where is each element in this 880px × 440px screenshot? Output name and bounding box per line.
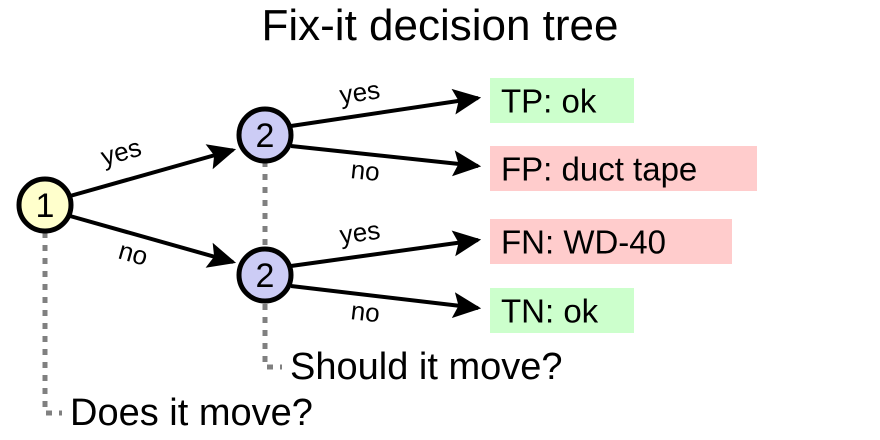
root-annotation-connector: [42, 232, 62, 416]
node-lower-2[interactable]: 2: [236, 246, 294, 304]
outcome-fn: FN: WD-40: [490, 219, 732, 264]
outcome-tn-label: TN: ok: [501, 293, 599, 330]
outcome-fn-box: [490, 219, 732, 264]
edge-root-yes: [69, 144, 237, 198]
outcome-tp-box: [490, 78, 634, 123]
second-annotation-connector: [262, 161, 282, 370]
edge-label-root-yes: yes: [97, 132, 144, 172]
node-lower-label: 2: [256, 257, 275, 295]
outcome-fp-label: FP: duct tape: [501, 151, 697, 188]
edge-lower-yes: [290, 230, 482, 268]
outcome-fp: FP: duct tape: [490, 146, 757, 191]
node-upper-label: 2: [256, 117, 275, 155]
outcome-fp-box: [490, 146, 757, 191]
outcome-tp-label: TP: ok: [501, 83, 597, 120]
annotation-root-question: Does it move?: [70, 392, 313, 434]
edge-upper-no: [290, 144, 482, 177]
page-title: Fix-it decision tree: [261, 1, 618, 50]
edge-upper-yes: [290, 88, 482, 128]
edge-label-root-no: no: [115, 235, 151, 272]
node-upper-2[interactable]: 2: [236, 106, 294, 164]
edge-lower-no: [290, 284, 482, 319]
node-root-label: 1: [36, 187, 55, 225]
outcome-fn-label: FN: WD-40: [501, 224, 666, 261]
edge-label-lower-yes: yes: [338, 215, 382, 250]
outcome-tp: TP: ok: [490, 78, 634, 123]
node-lower-circle[interactable]: [236, 246, 294, 304]
annotation-second-question: Should it move?: [290, 346, 563, 388]
outcome-tn: TN: ok: [490, 288, 634, 333]
edge-label-upper-no: no: [349, 154, 381, 187]
node-root-circle[interactable]: [16, 176, 74, 234]
node-root[interactable]: 1: [16, 176, 74, 234]
edge-label-lower-no: no: [349, 295, 381, 328]
edge-root-no: [69, 214, 237, 268]
edge-label-upper-yes: yes: [337, 74, 381, 110]
node-upper-circle[interactable]: [236, 106, 294, 164]
outcome-tn-box: [490, 288, 634, 333]
